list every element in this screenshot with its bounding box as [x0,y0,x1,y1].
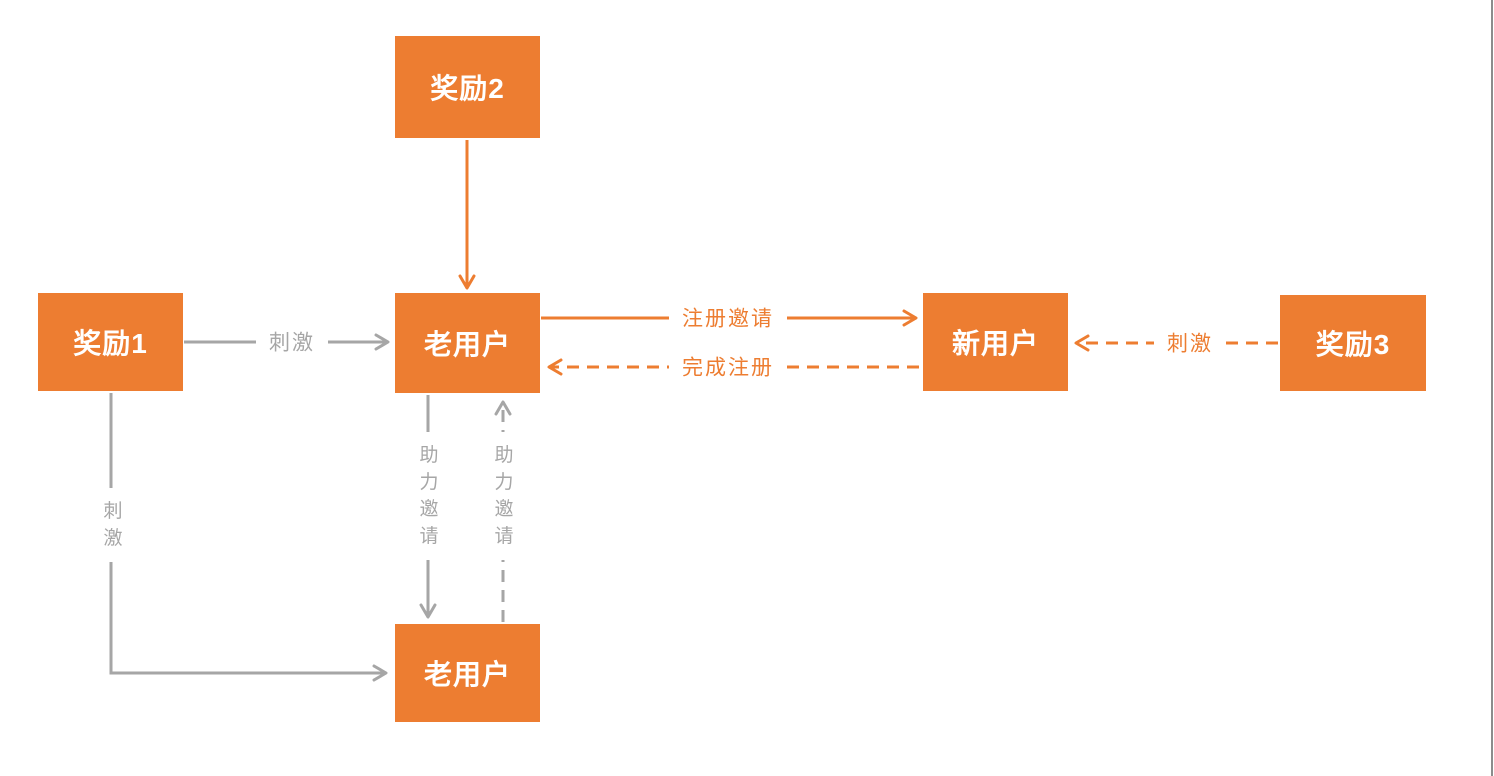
edge-label-assist-invite-up: 助力邀请 [492,432,516,560]
edge-label-register-invite: 注册邀请 [669,304,787,334]
node-old-user-center: 老用户 [395,293,540,393]
node-old-user-bottom: 老用户 [395,624,540,722]
edge-label-stimulate-right: 刺激 [1154,329,1226,359]
edge-label-stimulate-left: 刺激 [256,328,328,358]
edge-label-stimulate-bottom: 刺激 [101,488,125,562]
node-reward1: 奖励1 [38,293,183,391]
node-reward2: 奖励2 [395,36,540,138]
edge-label-complete-register: 完成注册 [669,353,787,383]
edge-stimulate-bottom-line [109,393,388,682]
node-new-user: 新用户 [923,293,1068,391]
node-reward3: 奖励3 [1280,295,1426,391]
page-right-border [1491,0,1493,776]
edge-label-assist-invite-down: 助力邀请 [417,432,441,560]
